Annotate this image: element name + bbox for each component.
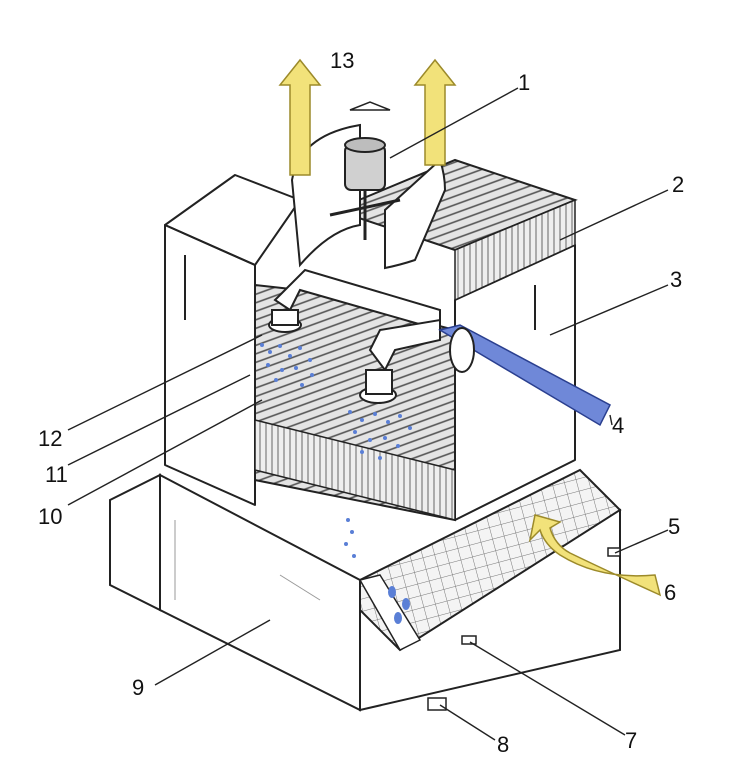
callout-4: 4 bbox=[612, 413, 624, 438]
water-spray-right bbox=[348, 410, 412, 460]
callout-13: 13 bbox=[330, 48, 354, 73]
water-distribution bbox=[260, 268, 441, 558]
callout-3: 3 bbox=[670, 267, 682, 292]
air-arrow-right bbox=[413, 58, 457, 166]
fan-top-cap bbox=[349, 101, 391, 111]
leader-lines bbox=[67, 87, 669, 741]
fan-shroud-right bbox=[384, 158, 447, 270]
callout-8: 8 bbox=[497, 732, 509, 757]
fill-media-side-right bbox=[454, 198, 576, 302]
water-drip bbox=[344, 518, 356, 558]
basin-left-face bbox=[109, 473, 161, 612]
casing-left-wall bbox=[164, 224, 256, 506]
fill-media-front-lower bbox=[254, 419, 456, 521]
fan-assembly bbox=[290, 101, 447, 270]
air-arrow-left bbox=[278, 58, 322, 176]
drain-connection bbox=[427, 697, 447, 711]
callout-10: 10 bbox=[38, 504, 62, 529]
water-spray-left bbox=[260, 343, 314, 387]
sump-water-drops bbox=[388, 586, 410, 624]
casing-top-left bbox=[164, 174, 301, 266]
basin bbox=[109, 468, 622, 712]
basin-sump bbox=[358, 574, 422, 651]
callout-1: 1 bbox=[518, 70, 530, 95]
callout-labels: 1 2 3 4 5 6 7 8 9 10 11 12 13 bbox=[38, 48, 684, 757]
basin-front-face bbox=[159, 473, 361, 712]
callout-12: 12 bbox=[38, 426, 62, 451]
callout-11: 11 bbox=[45, 462, 68, 487]
callout-2: 2 bbox=[672, 172, 684, 197]
callout-7: 7 bbox=[625, 728, 637, 753]
air-inlet-louver bbox=[359, 468, 622, 652]
float-valve bbox=[607, 547, 621, 557]
water-inlet-pipe bbox=[438, 324, 611, 427]
callout-5: 5 bbox=[668, 514, 680, 539]
overflow-connection bbox=[461, 635, 477, 645]
callout-9: 9 bbox=[132, 675, 144, 700]
air-inlet-arrow bbox=[528, 514, 662, 597]
callout-6: 6 bbox=[664, 580, 676, 605]
